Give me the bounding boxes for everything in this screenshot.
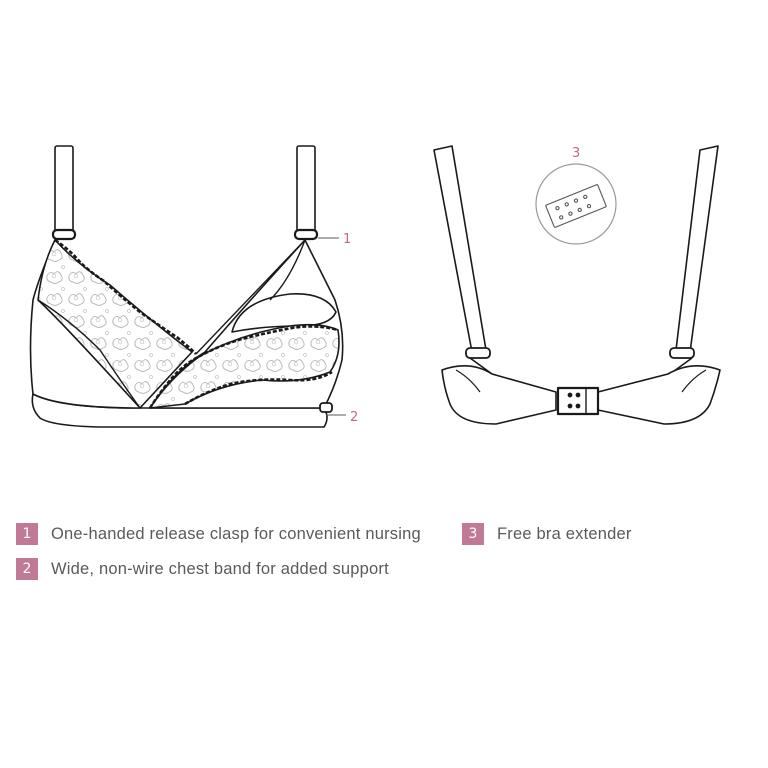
back-left-slider [465, 347, 491, 359]
legend-text-1: One-handed release clasp for convenient … [51, 524, 421, 543]
legend-badge-2: 2 [16, 558, 38, 580]
band-clasp [319, 402, 333, 413]
legend-item-2: 2 Wide, non-wire chest band for added su… [16, 558, 389, 580]
right-strap [296, 145, 316, 235]
back-band [441, 365, 557, 425]
hook-eye-closure [556, 386, 600, 416]
front-view [29, 145, 344, 428]
release-clasp [293, 228, 319, 241]
back-left-strap [433, 145, 487, 353]
left-strap [54, 145, 74, 235]
legend-badge-3: 3 [462, 523, 484, 545]
back-right-strap [675, 145, 719, 353]
callout-2: 2 [326, 410, 358, 425]
legend-text-2: Wide, non-wire chest band for added supp… [51, 559, 389, 578]
left-strap-ring [51, 228, 77, 241]
callout-1: 1 [318, 232, 351, 247]
callout-2-label: 2 [350, 410, 358, 425]
legend-item-1: 1 One-handed release clasp for convenien… [16, 523, 421, 545]
back-view [433, 145, 721, 425]
legend-badge-1: 1 [16, 523, 38, 545]
bra-extender-inset: 3 [535, 146, 617, 245]
nursing-flap [231, 293, 337, 333]
callout-3-label: 3 [572, 146, 580, 161]
legend-item-3: 3 Free bra extender [462, 523, 632, 545]
legend-text-3: Free bra extender [497, 524, 632, 543]
back-right-slider [669, 347, 695, 359]
callout-1-label: 1 [343, 232, 351, 247]
